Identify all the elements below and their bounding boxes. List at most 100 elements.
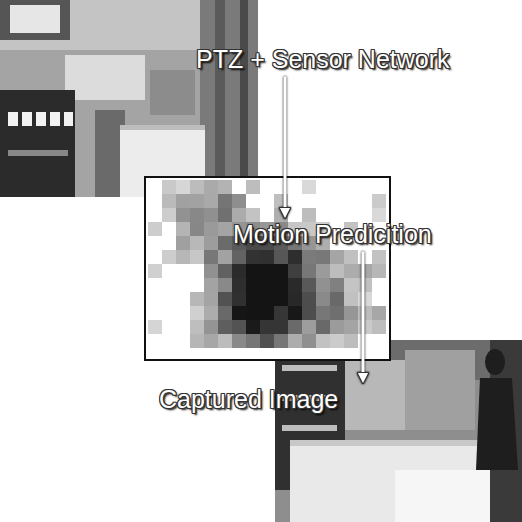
heat-cell bbox=[218, 278, 232, 292]
heat-cell bbox=[190, 208, 204, 222]
heat-cell bbox=[302, 208, 316, 222]
heat-cell bbox=[288, 320, 302, 334]
heat-cell bbox=[358, 278, 372, 292]
heat-cell bbox=[302, 264, 316, 278]
caption-box: Motion Predicition bbox=[229, 219, 436, 251]
heat-cell bbox=[232, 334, 246, 348]
heat-cell bbox=[218, 250, 232, 264]
heat-cell bbox=[190, 222, 204, 236]
heat-cell bbox=[232, 208, 246, 222]
heat-cell bbox=[288, 250, 302, 264]
heat-cell bbox=[344, 306, 358, 320]
heat-cell bbox=[344, 334, 358, 348]
heat-cell bbox=[358, 292, 372, 306]
heat-cell bbox=[246, 264, 260, 278]
heat-cell bbox=[176, 250, 190, 264]
caption-box: PTZ + Sensor Network bbox=[192, 44, 454, 76]
heat-cell bbox=[330, 334, 344, 348]
heat-cell bbox=[218, 306, 232, 320]
heat-cell bbox=[190, 180, 204, 194]
heat-cell bbox=[204, 334, 218, 348]
heat-cell bbox=[246, 180, 260, 194]
heat-cell bbox=[344, 320, 358, 334]
heat-cell bbox=[246, 208, 260, 222]
heat-cell bbox=[232, 306, 246, 320]
heat-cell bbox=[316, 250, 330, 264]
heat-cell bbox=[246, 278, 260, 292]
heat-cell bbox=[358, 306, 372, 320]
heat-cell bbox=[274, 264, 288, 278]
heat-cell bbox=[162, 180, 176, 194]
heat-cell bbox=[274, 320, 288, 334]
heatmap-panel bbox=[145, 177, 390, 360]
heat-cell bbox=[190, 334, 204, 348]
heat-cell bbox=[260, 334, 274, 348]
heat-cell bbox=[162, 194, 176, 208]
heat-cell bbox=[204, 278, 218, 292]
heat-cell bbox=[204, 264, 218, 278]
flow-arrow bbox=[284, 77, 287, 218]
heat-cell bbox=[316, 306, 330, 320]
heat-cell bbox=[260, 292, 274, 306]
heat-cell bbox=[260, 320, 274, 334]
heat-cell bbox=[274, 292, 288, 306]
heat-cell bbox=[330, 306, 344, 320]
heat-cell bbox=[302, 278, 316, 292]
heat-cell bbox=[246, 306, 260, 320]
heat-cell bbox=[330, 292, 344, 306]
heat-cell bbox=[330, 250, 344, 264]
heat-cell bbox=[316, 320, 330, 334]
step-label: PTZ + Sensor Network bbox=[196, 46, 450, 74]
heat-cell bbox=[190, 306, 204, 320]
heat-cell bbox=[176, 180, 190, 194]
heat-cell bbox=[344, 250, 358, 264]
heat-cell bbox=[148, 264, 162, 278]
heat-cell bbox=[204, 320, 218, 334]
heat-cell bbox=[288, 264, 302, 278]
heat-cell bbox=[302, 250, 316, 264]
heat-cell bbox=[232, 194, 246, 208]
heat-cell bbox=[218, 264, 232, 278]
heat-cell bbox=[358, 320, 372, 334]
heat-cell bbox=[162, 208, 176, 222]
heat-cell bbox=[218, 208, 232, 222]
heat-cell bbox=[372, 306, 386, 320]
heat-cell bbox=[260, 306, 274, 320]
heat-cell bbox=[232, 292, 246, 306]
heat-cell bbox=[204, 222, 218, 236]
heat-cell bbox=[372, 250, 386, 264]
heat-cell bbox=[274, 250, 288, 264]
heat-cell bbox=[330, 320, 344, 334]
heat-cell bbox=[288, 334, 302, 348]
heat-cell bbox=[288, 292, 302, 306]
heat-cell bbox=[190, 236, 204, 250]
heat-cell bbox=[330, 264, 344, 278]
office-photo bbox=[0, 0, 258, 197]
heat-cell bbox=[232, 278, 246, 292]
caption-box: Captured Image bbox=[155, 384, 342, 416]
heat-cell bbox=[302, 320, 316, 334]
heat-cell bbox=[302, 306, 316, 320]
heat-cell bbox=[316, 278, 330, 292]
heat-cell bbox=[302, 292, 316, 306]
heat-cell bbox=[372, 208, 386, 222]
heat-cell bbox=[330, 278, 344, 292]
heat-cell bbox=[190, 250, 204, 264]
heat-cell bbox=[316, 264, 330, 278]
heat-cell bbox=[372, 194, 386, 208]
heat-cell bbox=[316, 292, 330, 306]
heat-cell bbox=[260, 264, 274, 278]
heat-cell bbox=[344, 278, 358, 292]
captured-photo bbox=[275, 340, 522, 522]
heat-cell bbox=[274, 306, 288, 320]
heat-cell bbox=[358, 264, 372, 278]
heat-cell bbox=[302, 334, 316, 348]
heat-cell bbox=[344, 292, 358, 306]
step-label: Captured Image bbox=[159, 386, 338, 414]
heat-cell bbox=[176, 222, 190, 236]
heat-cell bbox=[246, 334, 260, 348]
heat-cell bbox=[218, 222, 232, 236]
heat-cell bbox=[316, 334, 330, 348]
